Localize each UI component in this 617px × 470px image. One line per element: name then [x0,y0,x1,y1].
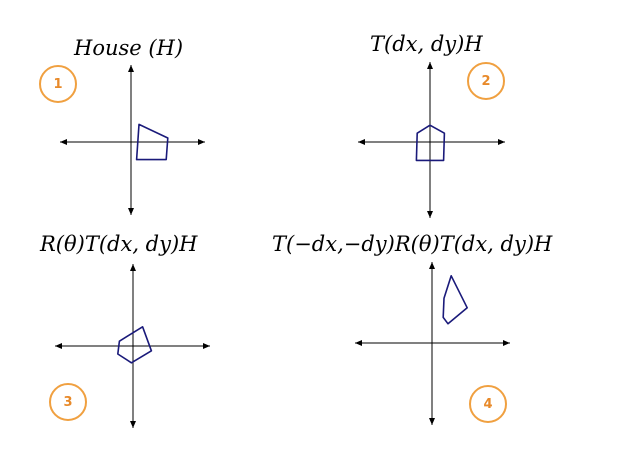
panel-3-house-shape [117,325,153,364]
panel-1-title: House (H) [74,36,184,60]
panel-1-number-badge: 1 [39,65,77,103]
panel-3-number-badge: 3 [49,383,87,421]
panel-1-house-shape [135,123,169,161]
panel-4-house-shape [442,274,469,325]
shapes-layer [117,123,469,364]
panel-4-title: T(−dx,−dy)R(θ)T(dx, dy)H [272,232,553,256]
panel-2-house-shape [415,124,446,162]
panel-2-title: T(dx, dy)H [370,32,483,56]
panel-4-number-badge: 4 [469,385,507,423]
panel-2-number-badge: 2 [467,62,505,100]
panel-3-title: R(θ)T(dx, dy)H [40,232,198,256]
